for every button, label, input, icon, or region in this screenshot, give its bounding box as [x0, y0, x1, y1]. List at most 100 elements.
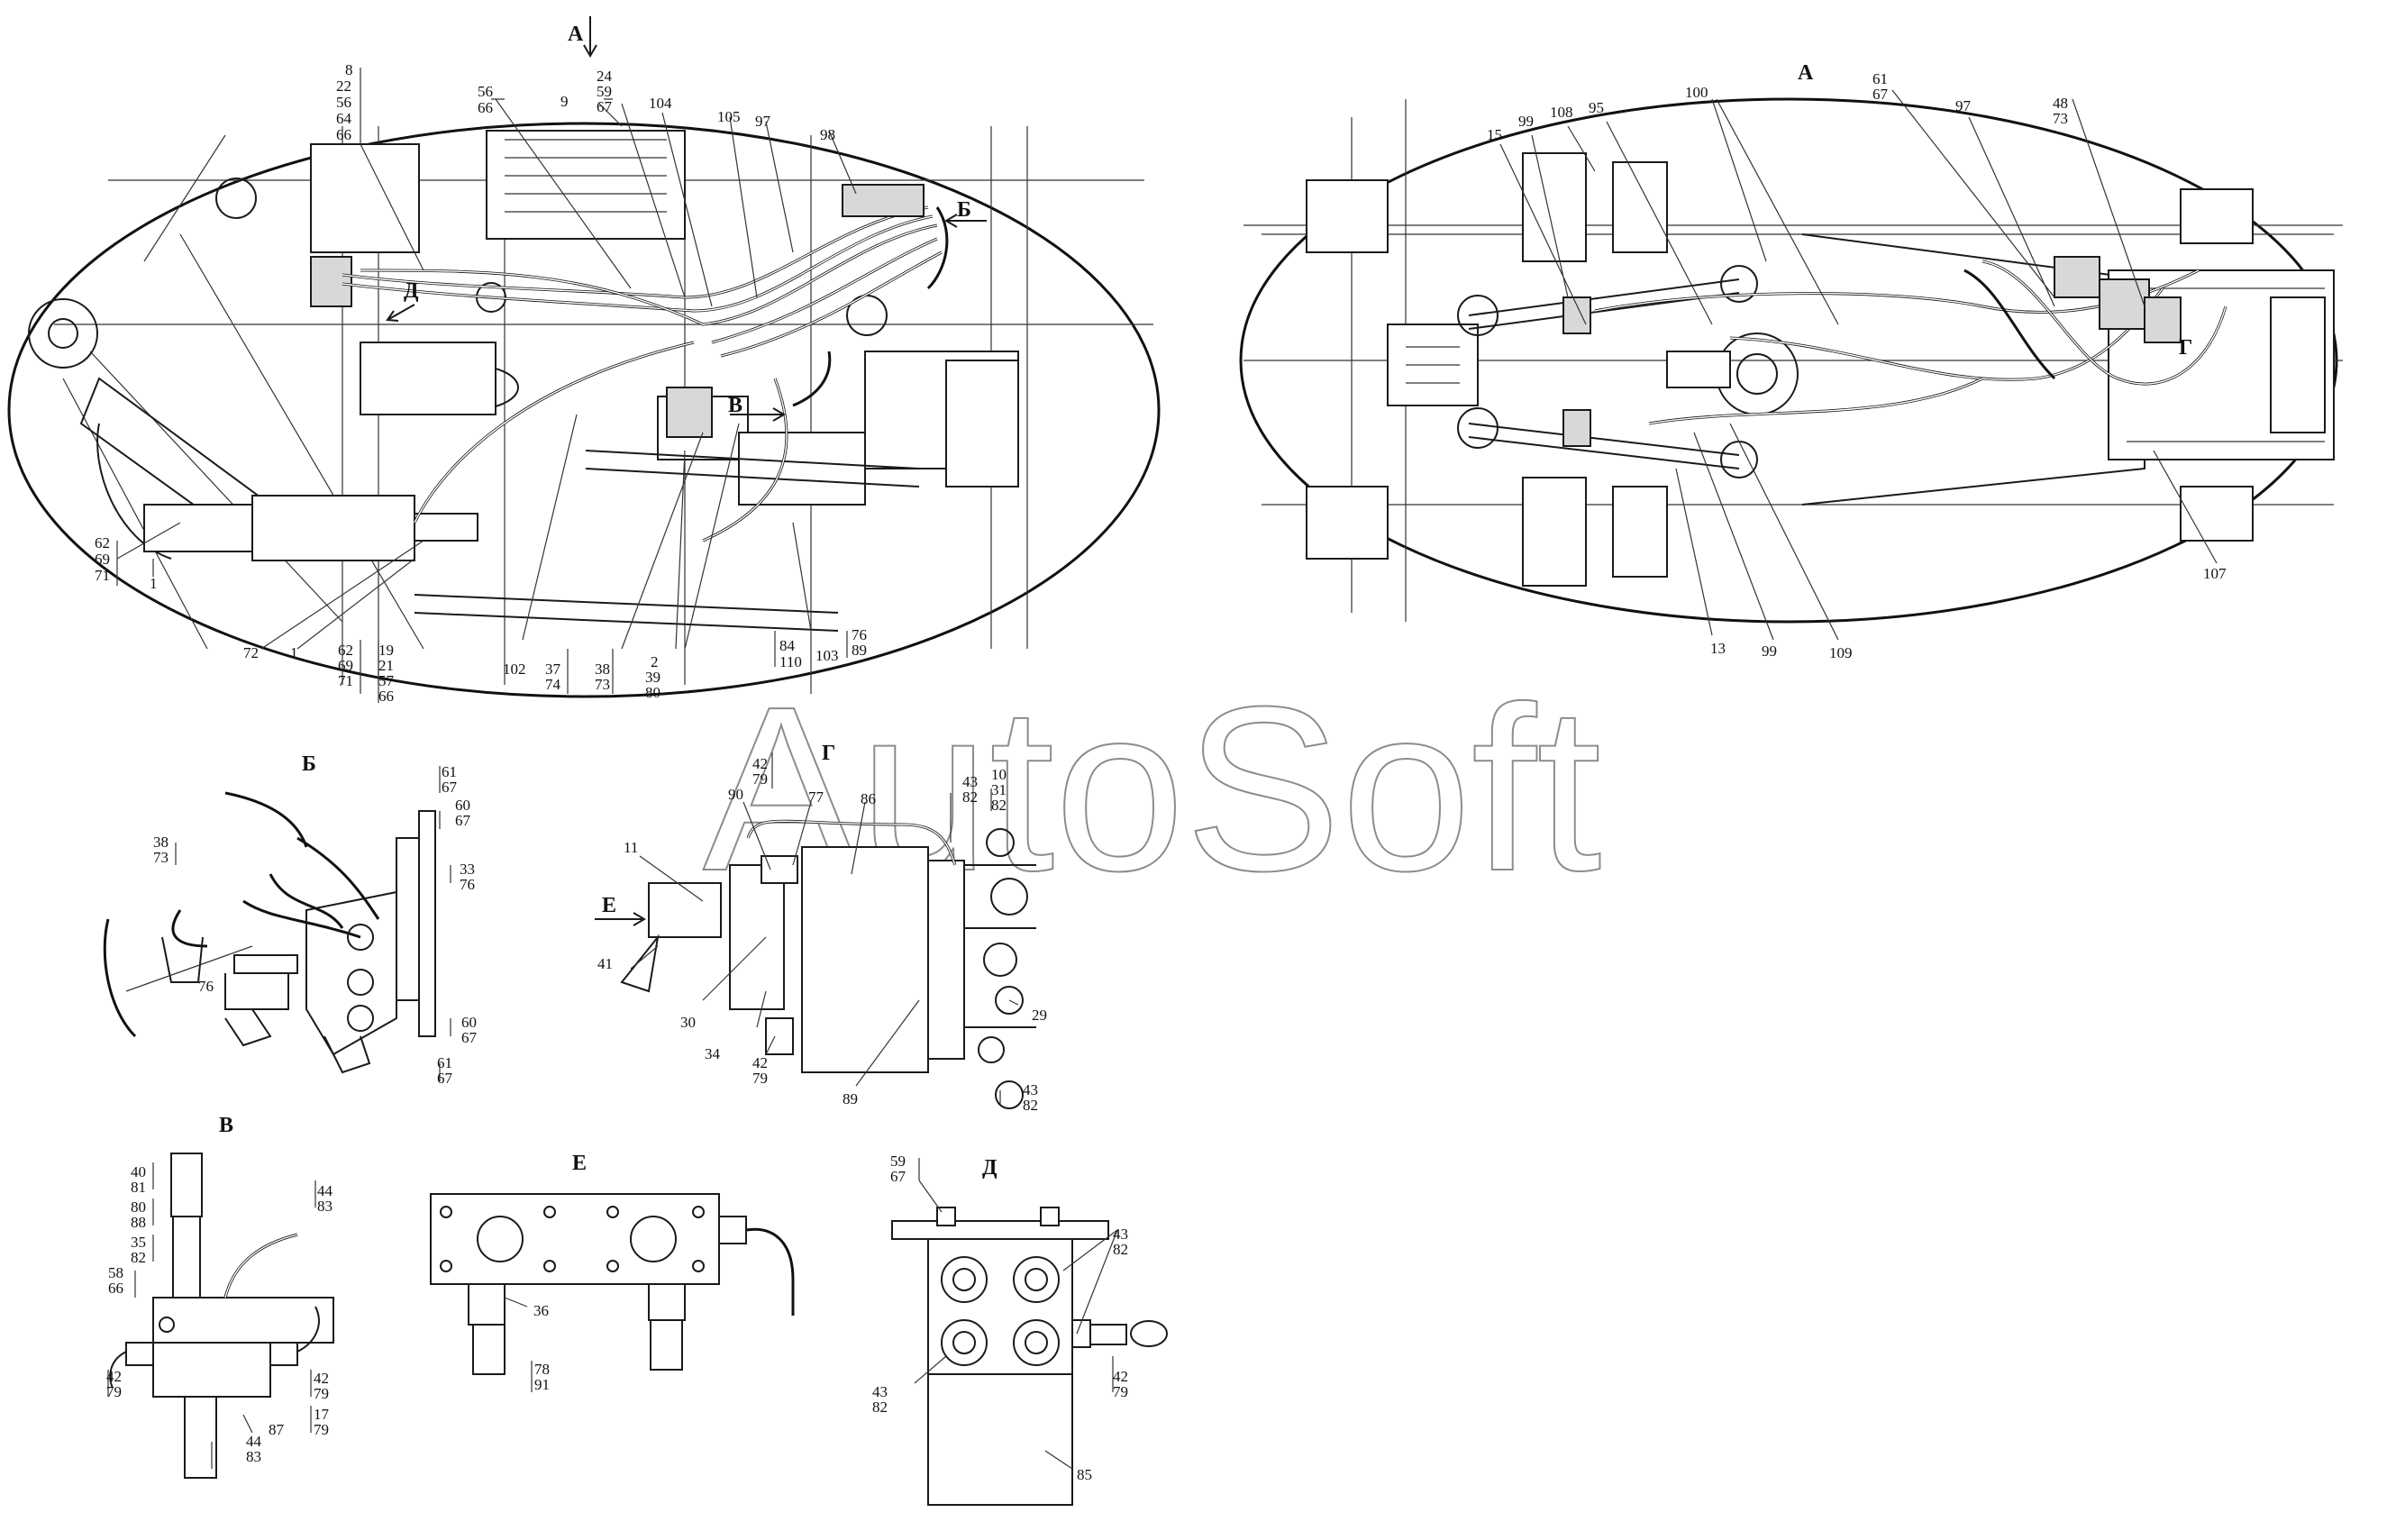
callout-v4-b: 83 — [317, 1198, 333, 1215]
callout-g13: 29 — [1032, 1007, 1047, 1024]
callout-l1-c: 56 — [336, 94, 351, 111]
callout-b1-c: 71 — [95, 567, 110, 584]
callout-v6-b: 79 — [106, 1383, 122, 1400]
callout-g11-b: 79 — [752, 1070, 768, 1087]
callout-v7-a: 42 — [314, 1370, 329, 1387]
view-b-title: Б — [302, 752, 316, 776]
callout-d2-b: 82 — [1113, 1241, 1128, 1258]
callout-r2: 99 — [1518, 113, 1534, 130]
callout-b2: 1 — [150, 575, 158, 592]
callout-b5-a: 62 — [338, 642, 353, 659]
callout-b6-c: 57 — [378, 672, 395, 689]
callout-b4: 1 — [290, 644, 298, 661]
callout-bb3-b: 73 — [153, 849, 169, 866]
view-d-callouts: 59 67 43 82 43 82 42 79 85 — [872, 1153, 1128, 1483]
callout-l1-a: 8 — [345, 61, 353, 78]
callout-l4-a: 24 — [597, 68, 613, 85]
view-b-arrow-label: Б — [957, 198, 971, 222]
view-d-arrow-label: Д — [404, 279, 419, 303]
view-e-callouts: 36 78 91 — [504, 1297, 550, 1393]
view-v-title: В — [219, 1114, 233, 1137]
callout-r1: 15 — [1487, 126, 1502, 143]
callout-b11-a: 84 — [779, 637, 796, 654]
view-v-callouts: 40 81 80 88 35 82 44 83 58 66 42 79 42 7… — [106, 1162, 333, 1469]
callout-g6-a: 10 — [991, 766, 1007, 783]
callout-r4: 95 — [1589, 99, 1604, 116]
callout-bb5: 76 — [198, 978, 214, 995]
callout-v6-a: 42 — [106, 1368, 122, 1385]
callout-v8-a: 17 — [314, 1406, 330, 1423]
view-g-callouts: 42 79 90 77 86 43 82 10 31 82 11 41 30 3… — [597, 752, 1047, 1114]
right-top-callouts: 15 99 108 95 100 61 67 97 48 73 — [1487, 70, 2145, 325]
callout-d4-a: 42 — [1113, 1368, 1128, 1385]
left-bottom-callouts: 62 69 71 1 72 1 62 69 71 19 21 57 66 102… — [95, 414, 867, 705]
callout-l2-a: 56 — [478, 83, 493, 100]
callout-v7-b: 79 — [314, 1385, 329, 1402]
callout-g7: 11 — [624, 839, 638, 856]
callout-r8-b: 73 — [2053, 110, 2068, 127]
callout-l3: 9 — [560, 93, 569, 110]
callout-g1-b: 79 — [752, 770, 768, 788]
callout-v10-b: 83 — [246, 1448, 261, 1465]
callout-l4-c: 67 — [597, 98, 613, 115]
callout-e2-b: 91 — [534, 1376, 550, 1393]
callout-bb7-a: 61 — [437, 1054, 452, 1071]
callout-b10-b: 39 — [645, 669, 660, 686]
callout-v2-a: 80 — [131, 1198, 146, 1216]
callout-b1-b: 69 — [95, 551, 110, 568]
callout-rb1: 13 — [1710, 640, 1726, 657]
callout-v3-b: 82 — [131, 1249, 146, 1266]
callout-bb4-b: 76 — [460, 876, 475, 893]
callout-v5-a: 58 — [108, 1264, 123, 1281]
callout-r5: 100 — [1685, 84, 1708, 101]
callout-g14-a: 43 — [1023, 1081, 1038, 1098]
callout-d3-a: 43 — [872, 1383, 888, 1400]
callout-g5-b: 82 — [962, 788, 978, 806]
callout-b7: 102 — [503, 661, 526, 678]
callout-l4-b: 59 — [597, 83, 612, 100]
callout-g2: 90 — [728, 786, 743, 803]
callout-bb2-a: 60 — [455, 797, 470, 814]
view-e-title: Е — [572, 1152, 587, 1175]
callout-v9: 87 — [269, 1421, 285, 1438]
callout-bb3-a: 38 — [153, 834, 169, 851]
callout-rb3: 109 — [1829, 644, 1853, 661]
callout-g14-b: 82 — [1023, 1097, 1038, 1114]
callout-rb2: 99 — [1762, 642, 1777, 660]
callout-v8-b: 79 — [314, 1421, 329, 1438]
callout-g3: 77 — [808, 788, 824, 806]
callout-b8-a: 37 — [545, 661, 561, 678]
callout-bb4-a: 33 — [460, 861, 475, 878]
callout-d4-b: 79 — [1113, 1383, 1128, 1400]
callout-b6-a: 19 — [378, 642, 394, 659]
view-g-arrow-label: Г — [2179, 336, 2192, 360]
view-b-callouts: 61 67 60 67 38 73 33 76 76 60 67 61 67 — [125, 763, 478, 1087]
callout-g9: 30 — [680, 1014, 696, 1031]
callout-l2-b: 66 — [478, 99, 493, 116]
callout-b11-b: 110 — [779, 653, 802, 670]
callout-g10: 34 — [705, 1045, 721, 1062]
callout-r6-a: 61 — [1872, 70, 1888, 87]
callout-l6: 105 — [717, 108, 741, 125]
callout-e2-a: 78 — [534, 1361, 550, 1378]
callout-b13-b: 89 — [852, 642, 867, 659]
callout-bb2-b: 67 — [455, 812, 471, 829]
right-ellipse-view-a — [1239, 97, 2343, 624]
callout-g8: 41 — [597, 955, 613, 972]
callout-b5-c: 71 — [338, 672, 353, 689]
right-bottom-callouts: 13 99 109 107 — [1675, 423, 2227, 661]
callout-bb6-b: 67 — [461, 1029, 478, 1046]
callout-l1-e: 66 — [336, 126, 351, 143]
callout-d2-a: 43 — [1113, 1226, 1128, 1243]
callout-bb6-a: 60 — [461, 1014, 477, 1031]
callout-b12: 103 — [815, 647, 839, 664]
callout-b8-b: 74 — [545, 676, 561, 693]
callout-l1-d: 64 — [336, 110, 352, 127]
left-ellipse-view — [7, 16, 1161, 698]
view-e-arrow — [595, 912, 646, 926]
view-d-drawing — [891, 1207, 1168, 1506]
callout-b6-b: 21 — [378, 657, 394, 674]
callout-g12: 89 — [843, 1090, 858, 1107]
callout-l5: 104 — [649, 95, 672, 112]
callout-l1-b: 22 — [336, 77, 351, 95]
